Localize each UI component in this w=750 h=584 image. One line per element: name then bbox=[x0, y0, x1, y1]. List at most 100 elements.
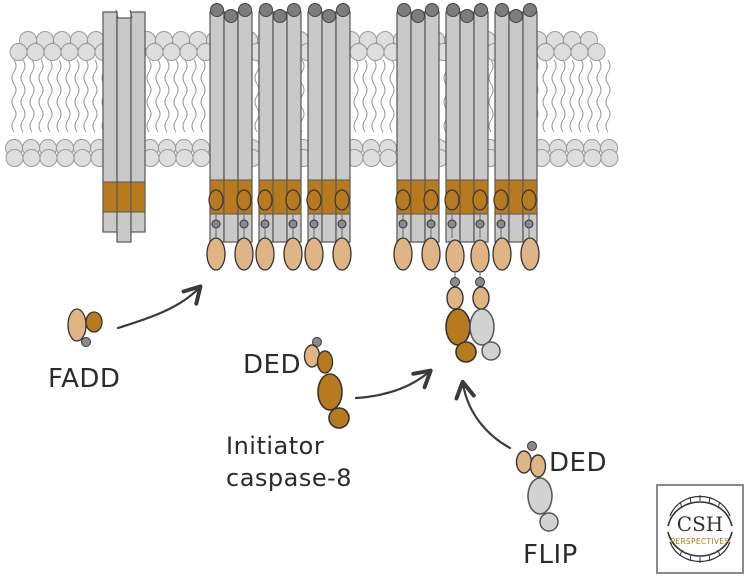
linker-node bbox=[426, 219, 436, 229]
lipid-tail bbox=[587, 59, 593, 133]
death-domain bbox=[334, 189, 350, 211]
cap-domain bbox=[210, 3, 224, 17]
initiator-caspase-label: Initiator caspase-8 bbox=[226, 430, 352, 494]
death-domain bbox=[306, 189, 322, 211]
lipid-head bbox=[583, 149, 602, 167]
caspase-large-subunit bbox=[445, 308, 471, 346]
cap-domain bbox=[523, 3, 537, 17]
lipid-head bbox=[587, 43, 606, 61]
lipid-head bbox=[379, 149, 398, 167]
lipid-tail bbox=[65, 59, 71, 133]
fadd-molecule bbox=[67, 308, 103, 347]
initiator-line-1: Initiator bbox=[226, 432, 325, 460]
receptor-trimer bbox=[444, 3, 489, 243]
fadd-ded bbox=[470, 239, 490, 273]
flip-small-domain bbox=[481, 341, 501, 361]
lipid-head bbox=[600, 149, 619, 167]
lipid-head bbox=[192, 149, 211, 167]
death-domain bbox=[472, 189, 488, 211]
death-domain bbox=[257, 189, 273, 211]
lipid-tail bbox=[74, 59, 80, 133]
lipid-tail bbox=[551, 59, 557, 133]
fadd-ded bbox=[283, 237, 303, 271]
death-domain bbox=[521, 189, 537, 211]
cap-domain bbox=[224, 9, 238, 23]
receptor-trimer bbox=[257, 3, 302, 243]
fadd-ded bbox=[304, 237, 324, 271]
caspase-small-subunit bbox=[328, 407, 350, 429]
linker-node bbox=[81, 337, 91, 347]
flip-small-domain bbox=[539, 512, 559, 532]
recruited-fadd-row bbox=[206, 237, 540, 273]
lipid-tail bbox=[38, 59, 44, 133]
lipid-head bbox=[179, 43, 198, 61]
monomeric-receptor bbox=[102, 9, 146, 243]
linker-node bbox=[337, 219, 347, 229]
lipid-tail bbox=[371, 59, 377, 133]
death-domain bbox=[493, 189, 509, 211]
fadd-dd bbox=[85, 311, 103, 333]
fadd-ded bbox=[234, 237, 254, 271]
lipid-tail bbox=[605, 59, 611, 133]
lipid-head bbox=[362, 149, 381, 167]
linker-node bbox=[309, 219, 319, 229]
death-domain bbox=[236, 189, 252, 211]
death-domain bbox=[208, 189, 224, 211]
transmembrane-band bbox=[321, 179, 337, 215]
lipid-head bbox=[73, 149, 92, 167]
linker-node bbox=[239, 219, 249, 229]
linker-node bbox=[447, 219, 457, 229]
lipid-tail bbox=[569, 59, 575, 133]
cap-domain bbox=[509, 9, 523, 23]
flip-pseudocaspase bbox=[469, 308, 495, 346]
lipid-head bbox=[366, 43, 385, 61]
initiator-line-2: caspase-8 bbox=[226, 464, 353, 492]
fadd-ded bbox=[445, 239, 465, 273]
lipid-head bbox=[43, 43, 62, 61]
lipid-tail bbox=[191, 59, 197, 133]
caspase-8-molecule bbox=[303, 337, 350, 429]
linker-node bbox=[527, 441, 537, 451]
dna-helix-icon bbox=[667, 495, 733, 563]
linker-node bbox=[398, 219, 408, 229]
lipid-head bbox=[77, 43, 96, 61]
cap-domain bbox=[411, 9, 425, 23]
lipid-tail bbox=[20, 59, 26, 133]
caspase-ded-label: DED bbox=[243, 350, 301, 380]
death-domain bbox=[423, 189, 439, 211]
receptor-trimer bbox=[493, 3, 538, 243]
transmembrane-band bbox=[508, 179, 524, 215]
linker-node bbox=[450, 277, 460, 287]
lipid-tail bbox=[92, 59, 98, 133]
fadd-ded bbox=[67, 308, 87, 342]
flip-label: FLIP bbox=[523, 540, 578, 570]
transmembrane-band bbox=[410, 179, 426, 215]
lipid-head bbox=[60, 43, 79, 61]
arrow-layer bbox=[116, 284, 512, 450]
cap-domain bbox=[238, 3, 252, 17]
lipid-tail bbox=[83, 59, 89, 133]
receptor-trimer bbox=[208, 3, 253, 243]
lipid-tail bbox=[56, 59, 62, 133]
lipid-tail bbox=[389, 59, 395, 133]
lipid-tail bbox=[173, 59, 179, 133]
arrow-flip-to-disc bbox=[454, 379, 512, 450]
lipid-head bbox=[553, 43, 572, 61]
lipid-tail bbox=[596, 59, 602, 133]
linker-node bbox=[524, 219, 534, 229]
lipid-head bbox=[566, 149, 585, 167]
flip-ded bbox=[472, 286, 490, 310]
cap-domain bbox=[336, 3, 350, 17]
lipid-tail bbox=[353, 59, 359, 133]
transmembrane-band bbox=[116, 181, 132, 213]
death-domain bbox=[444, 189, 460, 211]
logo-csh-text: CSH bbox=[676, 512, 724, 536]
cap-domain bbox=[460, 9, 474, 23]
lipid-tail bbox=[299, 59, 305, 133]
fadd-ded bbox=[332, 237, 352, 271]
lipid-tail bbox=[146, 59, 152, 133]
lipid-tail bbox=[47, 59, 53, 133]
transmembrane-band bbox=[459, 179, 475, 215]
